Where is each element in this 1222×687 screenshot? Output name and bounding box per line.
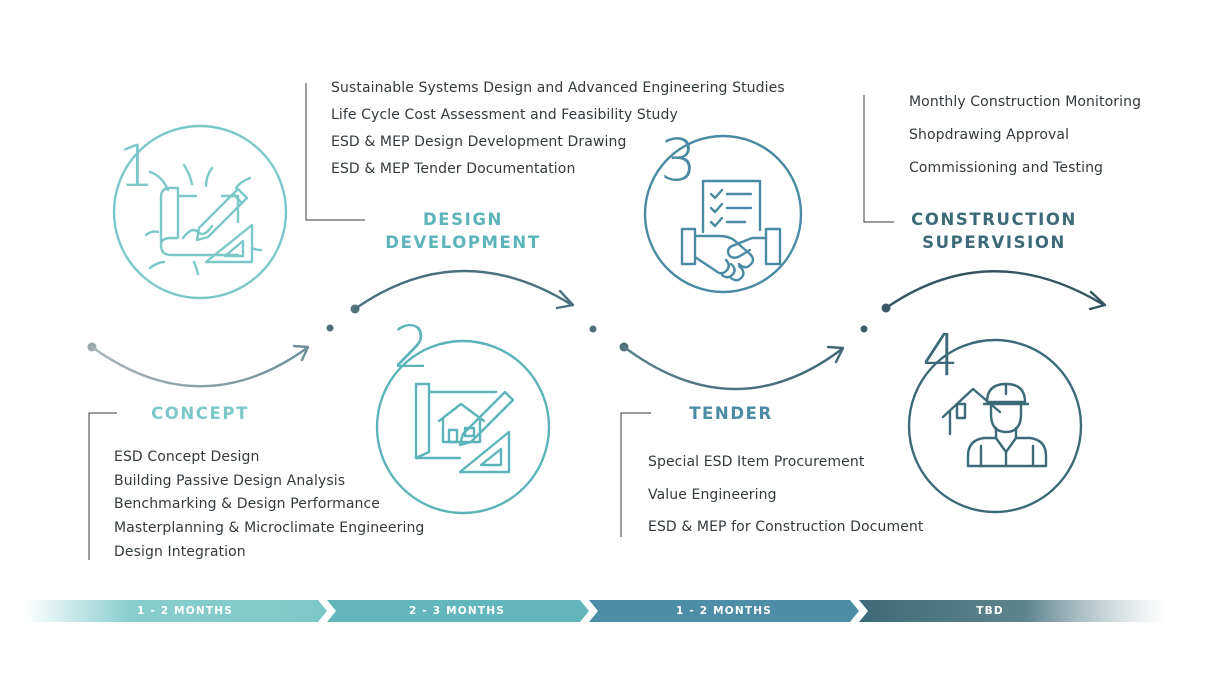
connector-curve-1	[87, 342, 310, 388]
phase-title-construction: CONSTRUCTION SUPERVISION	[896, 208, 1092, 254]
design-item-list: Sustainable Systems Design and Advanced …	[331, 75, 785, 183]
phase-title-concept: CONCEPT	[151, 404, 249, 423]
phase-number-4: 4	[922, 321, 959, 389]
phase-number-1: 1	[118, 132, 155, 200]
connector-dot	[860, 325, 868, 333]
tender-item-list: Special ESD Item Procurement Value Engin…	[648, 446, 923, 544]
timeline-segment-3	[589, 600, 859, 622]
phase-title-design: DESIGN DEVELOPMENT	[370, 208, 556, 254]
phase-title-line: DESIGN	[423, 210, 503, 229]
timeline-label-4: TBD	[976, 605, 1004, 617]
timeline-segment-1	[24, 600, 327, 622]
connector-dot	[326, 324, 334, 332]
connector-curve-3	[619, 342, 845, 391]
list-item: Design Integration	[114, 543, 246, 560]
phase-circle-4	[907, 338, 1083, 514]
list-item: ESD & MEP Design Development Drawing	[331, 134, 627, 150]
list-item: Value Engineering	[648, 486, 777, 503]
phase-title-line: SUPERVISION	[922, 233, 1066, 252]
timeline-bar	[24, 600, 1165, 622]
phase-title-line: CONSTRUCTION	[911, 210, 1077, 229]
timeline-label-3: 1 - 2 MONTHS	[675, 605, 772, 617]
list-item: Shopdrawing Approval	[909, 127, 1070, 143]
bracket-design	[305, 83, 365, 221]
phase-number-3: 3	[660, 126, 697, 194]
connector-curve-2	[350, 269, 575, 314]
list-item: Building Passive Design Analysis	[114, 472, 346, 489]
house-blueprint-icon	[414, 382, 515, 474]
list-item: Monthly Construction Monitoring	[909, 94, 1142, 110]
timeline-label-2: 2 - 3 MONTHS	[408, 605, 505, 617]
bracket-concept	[88, 412, 117, 560]
list-item: Benchmarking & Design Performance	[114, 496, 381, 513]
list-item: Sustainable Systems Design and Advanced …	[331, 80, 785, 96]
list-item: ESD & MEP for Construction Document	[648, 519, 924, 535]
phase-circle-3	[643, 134, 803, 294]
timeline-label-1: 1 - 2 MONTHS	[136, 605, 233, 617]
phase-number-2: 2	[393, 313, 430, 381]
list-item: Masterplanning & Microclimate Engineerin…	[114, 520, 425, 537]
list-item: Special ESD Item Procurement	[648, 454, 865, 470]
construction-worker-icon	[941, 382, 1048, 468]
concept-item-list: ESD Concept Design Building Passive Desi…	[114, 446, 424, 564]
phase-title-tender: TENDER	[689, 404, 773, 423]
phase-circle-1	[112, 124, 288, 300]
list-item: ESD Concept Design	[114, 449, 260, 465]
phase-circle-2	[375, 339, 551, 515]
connector-dot	[589, 325, 597, 333]
handshake-checklist-icon	[680, 179, 782, 282]
blueprint-pencil-icon	[144, 163, 263, 276]
phase-title-line: DEVELOPMENT	[385, 233, 541, 252]
connector-curve-4	[881, 270, 1107, 313]
list-item: Life Cycle Cost Assessment and Feasibili…	[331, 107, 678, 123]
bracket-tender	[620, 412, 651, 537]
timeline-segment-2	[327, 600, 589, 622]
timeline-segment-4	[859, 600, 1165, 622]
list-item: ESD & MEP Tender Documentation	[331, 161, 576, 177]
list-item: Commissioning and Testing	[909, 160, 1104, 176]
construction-item-list: Monthly Construction Monitoring Shopdraw…	[909, 86, 1141, 185]
bracket-construction	[863, 95, 894, 223]
